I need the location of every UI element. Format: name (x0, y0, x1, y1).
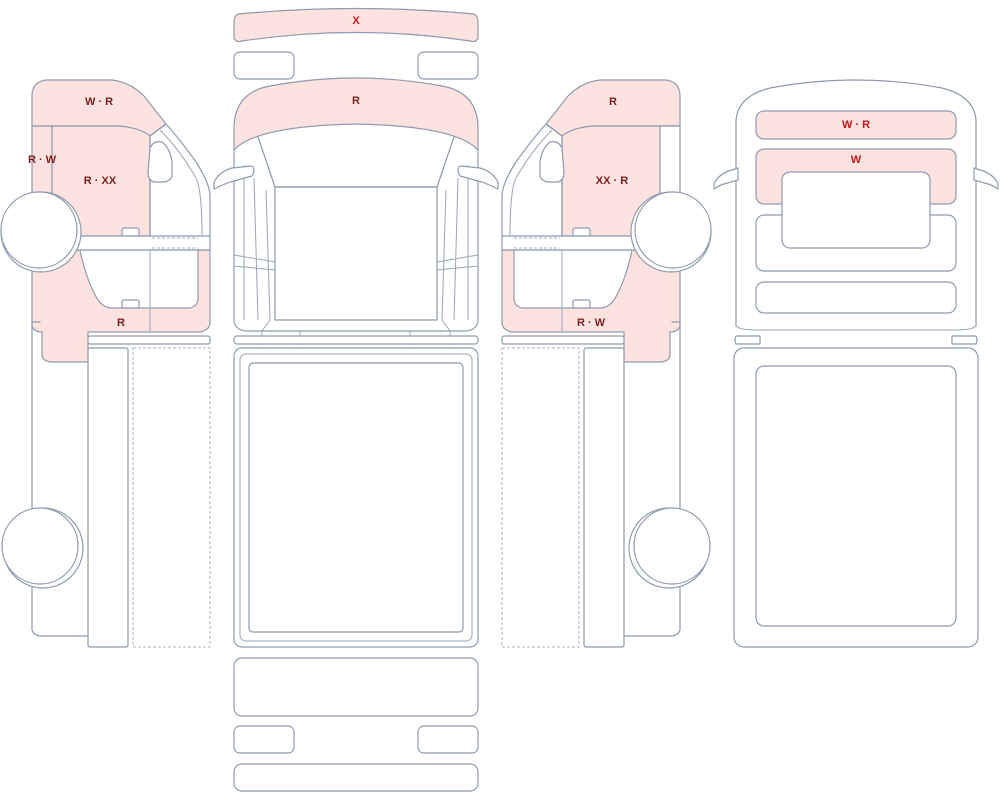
left-rear-wheel[interactable] (1, 507, 79, 585)
cargo-box-frame (239, 353, 473, 642)
right-rear-wheel[interactable] (633, 507, 711, 585)
right-cargo-door[interactable] (583, 347, 625, 648)
mirror-pad-left[interactable] (233, 51, 295, 80)
right-cab-gap (501, 335, 625, 345)
left-belt-dash (152, 237, 198, 249)
right-sliding-door-outline (501, 347, 580, 648)
right-window-inner (509, 129, 553, 237)
label-rear-upper: W · R (842, 119, 870, 131)
rear-mirror-right[interactable] (973, 167, 999, 190)
a-pillar-left (243, 165, 271, 321)
label-left-sill: R (117, 317, 125, 329)
rear-upper-panel[interactable] (755, 110, 957, 140)
label-rear-window: W (851, 154, 862, 166)
left-side-view (0, 79, 211, 648)
cargo-box-inner (248, 362, 464, 633)
right-belt-dash (514, 237, 560, 249)
rear-bumper-panel[interactable] (755, 281, 957, 314)
mirror-right[interactable] (457, 165, 499, 190)
right-cargo-body (623, 321, 681, 637)
left-side-mirror[interactable] (147, 141, 173, 183)
rear-cab-outline (735, 79, 977, 327)
left-cargo-body (31, 321, 89, 637)
door-edge-right (436, 254, 479, 271)
cab-gap-strip (233, 335, 479, 345)
right-handle-lower[interactable] (572, 299, 591, 309)
left-cargo-door[interactable] (87, 347, 129, 648)
right-front-wheel[interactable] (634, 191, 712, 269)
hood-panel[interactable] (233, 77, 479, 151)
top-view (213, 7, 499, 792)
right-top-panel[interactable] (545, 79, 681, 137)
rear-cab-bottom (735, 325, 977, 331)
left-lower-cutout (79, 249, 199, 309)
door-edge-left (233, 254, 276, 271)
mirror-pad-right[interactable] (417, 51, 479, 80)
rear-gap-left (734, 335, 761, 345)
label-right-sill: R · W (577, 317, 606, 329)
windshield-frame (257, 136, 455, 188)
label-right-door: XX · R (596, 175, 628, 187)
left-top-panel[interactable] (31, 79, 167, 137)
left-handle-upper[interactable] (121, 227, 140, 237)
left-window-inner (159, 129, 203, 237)
cab-outline (233, 149, 479, 332)
left-sliding-door-outline (132, 347, 211, 648)
label-left-pillar: R · W (28, 154, 57, 166)
damage-labels: X R W · R R · W R · XX R R XX · R R · W … (28, 15, 870, 329)
rear-bumper-top[interactable] (233, 657, 479, 717)
cab-floor (274, 186, 438, 321)
right-side-view (501, 79, 712, 648)
left-cab-gap (87, 335, 211, 345)
a-pillar-right (441, 165, 469, 321)
tail-pad-right[interactable] (417, 725, 479, 754)
label-left-door: R · XX (84, 175, 117, 187)
label-right-top: R (609, 96, 617, 108)
rear-cargo-box[interactable] (733, 347, 979, 648)
rear-cargo-door (755, 365, 957, 627)
mirror-left[interactable] (213, 165, 255, 190)
tail-pad-left[interactable] (233, 725, 295, 754)
right-side-mirror[interactable] (539, 141, 565, 183)
left-front-wheel[interactable] (0, 191, 78, 269)
label-hood: R (352, 95, 360, 107)
left-handle-lower[interactable] (121, 299, 140, 309)
rear-mirror-left[interactable] (713, 167, 739, 190)
rear-step-top[interactable] (233, 763, 479, 792)
cargo-box-top[interactable] (233, 347, 479, 648)
rear-view (713, 79, 999, 648)
roof-panel[interactable] (233, 7, 479, 43)
label-left-top: W · R (85, 96, 113, 108)
label-roof: X (352, 15, 360, 27)
right-lower-cutout (513, 249, 633, 309)
rear-window-glass[interactable] (781, 171, 931, 249)
rear-gap-right (951, 335, 978, 345)
right-handle-upper[interactable] (572, 227, 591, 237)
